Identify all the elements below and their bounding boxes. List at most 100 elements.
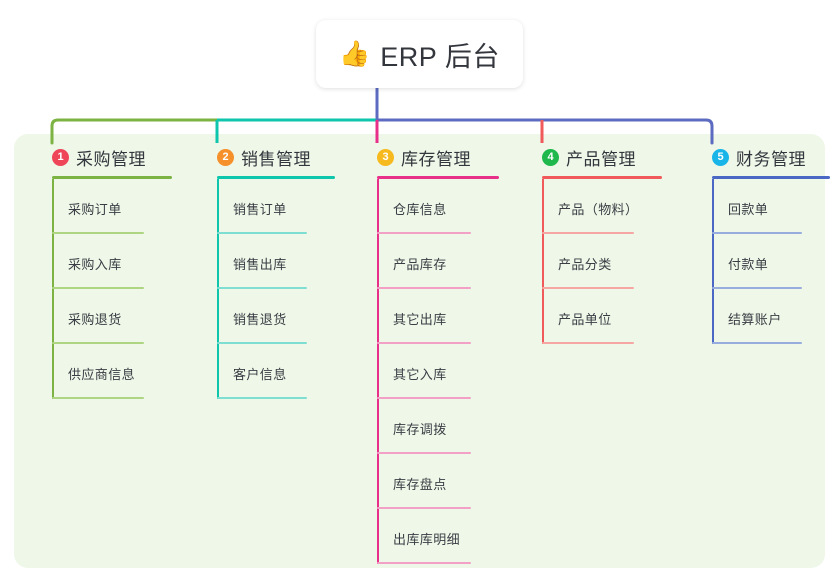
branch-underline [712,176,830,179]
branch-item-underline [52,342,144,344]
branch-item-list: 采购订单采购入库采购退货供应商信息 [30,179,180,399]
branch-item-label: 产品（物料） [558,202,639,217]
branch-item-underline [377,342,471,344]
branch-title: 财务管理 [736,149,806,169]
branch-item[interactable]: 销售订单 [195,179,345,234]
branch-item-underline [542,342,634,344]
branch-header-4[interactable]: 4 产品管理 [520,145,670,169]
branch-item-label: 采购订单 [68,202,122,217]
root-node[interactable]: 👍 ERP 后台 [316,20,523,88]
branch-item-underline [217,287,307,289]
branch-underline [542,176,662,179]
branch-spine [377,179,379,564]
branch-item[interactable]: 产品库存 [355,234,505,289]
branch-title: 库存管理 [401,149,471,169]
branch-item-underline [712,287,802,289]
branch-item-underline [52,287,144,289]
branch-item-underline [217,342,307,344]
branch-item[interactable]: 库存调拨 [355,399,505,454]
branch-item[interactable]: 产品分类 [520,234,670,289]
branch-item[interactable]: 库存盘点 [355,454,505,509]
branch-item-label: 回款单 [728,202,769,217]
branch-item[interactable]: 客户信息 [195,344,345,399]
branch-spine [712,179,714,344]
branch-item-label: 付款单 [728,257,769,272]
branch-spine [217,179,219,399]
branch-item-underline [377,562,471,564]
branch-item[interactable]: 回款单 [690,179,820,234]
branch-item[interactable]: 其它入库 [355,344,505,399]
branch-item-underline [377,287,471,289]
branch-item[interactable]: 供应商信息 [30,344,180,399]
branch-item-list: 仓库信息产品库存其它出库其它入库库存调拨库存盘点出库库明细 [355,179,505,564]
branch-item-label: 销售出库 [233,257,287,272]
branch-item-underline [712,342,802,344]
branch-item[interactable]: 采购入库 [30,234,180,289]
branch-item-label: 销售订单 [233,202,287,217]
branch-column-1: 1 采购管理采购订单采购入库采购退货供应商信息 [30,145,180,399]
branch-item-underline [377,452,471,454]
branch-title: 采购管理 [76,149,146,169]
branch-item-list: 回款单付款单结算账户 [690,179,820,344]
diagram-panel [14,134,825,568]
branch-item-underline [52,397,144,399]
branch-item-label: 供应商信息 [68,367,136,382]
branch-item-label: 其它入库 [393,367,447,382]
branch-item-label: 结算账户 [728,312,782,327]
branch-item-underline [52,232,144,234]
branch-item[interactable]: 采购订单 [30,179,180,234]
thumbs-up-icon: 👍 [339,39,371,68]
branch-spine [52,179,54,399]
branch-item-underline [542,287,634,289]
branch-number-badge: 1 [52,148,69,166]
branch-column-5: 5 财务管理回款单付款单结算账户 [690,145,830,344]
branch-item-label: 库存调拨 [393,422,447,437]
branch-item[interactable]: 付款单 [690,234,820,289]
branch-item-label: 采购入库 [68,257,122,272]
branch-title: 销售管理 [241,149,311,169]
branch-column-4: 4 产品管理产品（物料） 产品分类产品单位 [520,145,670,344]
branch-title: 产品管理 [566,149,636,169]
branch-item[interactable]: 仓库信息 [355,179,505,234]
branch-item-label: 库存盘点 [393,477,447,492]
branch-item-underline [377,232,471,234]
branch-item[interactable]: 出库库明细 [355,509,505,564]
branch-item-label: 其它出库 [393,312,447,327]
branch-item-label: 采购退货 [68,312,122,327]
branch-item[interactable]: 销售退货 [195,289,345,344]
branch-underline [217,176,335,179]
branch-item-underline [377,507,471,509]
branch-item-list: 销售订单销售出库销售退货客户信息 [195,179,345,399]
branch-item-underline [217,397,307,399]
branch-item[interactable]: 产品单位 [520,289,670,344]
branch-item-underline [712,232,802,234]
branch-item-list: 产品（物料） 产品分类产品单位 [520,179,670,344]
branch-item[interactable]: 销售出库 [195,234,345,289]
branch-header-5[interactable]: 5 财务管理 [690,145,820,169]
branch-spine [542,179,544,344]
branch-item-label: 产品库存 [393,257,447,272]
branch-item-label: 产品分类 [558,257,612,272]
branch-item-label: 产品单位 [558,312,612,327]
branch-item-label: 客户信息 [233,367,287,382]
branch-number-badge: 5 [712,148,729,166]
branch-item[interactable]: 采购退货 [30,289,180,344]
branch-item[interactable]: 结算账户 [690,289,820,344]
branch-item[interactable]: 产品（物料） [520,179,670,234]
branch-item-label: 销售退货 [233,312,287,327]
branch-item-label: 仓库信息 [393,202,447,217]
branch-number-badge: 4 [542,148,559,166]
branch-item-underline [542,232,634,234]
branch-underline [52,176,172,179]
branch-item[interactable]: 其它出库 [355,289,505,344]
branch-item-label: 出库库明细 [393,532,461,547]
root-title: ERP 后台 [380,41,500,72]
branch-header-1[interactable]: 1 采购管理 [30,145,180,169]
branch-item-underline [217,232,307,234]
